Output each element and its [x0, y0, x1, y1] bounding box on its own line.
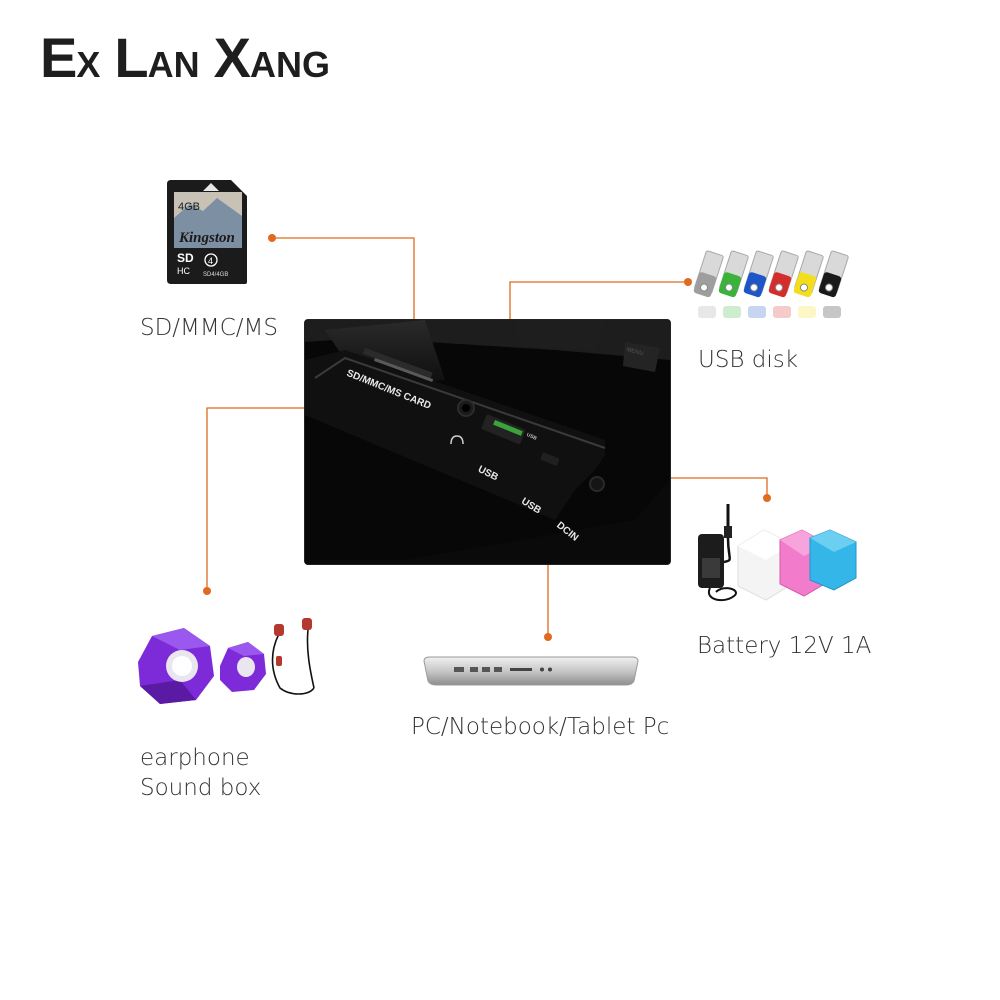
usb-reflection [748, 306, 766, 318]
speaker-small [220, 642, 266, 692]
usb-stick [718, 250, 749, 298]
logo-letter: X [76, 44, 101, 85]
usb-reflection [798, 306, 816, 318]
usb-reflection [773, 306, 791, 318]
power-bank-blue [809, 529, 857, 591]
earphones [271, 629, 315, 695]
logo-letter: L [114, 26, 148, 89]
speaker-large [138, 628, 214, 704]
device-port-panel: SD/MMC/MS CARD USB USB DCIN USB MENU [304, 319, 671, 565]
usb-stick [743, 250, 774, 298]
connector-dot-power [763, 494, 771, 502]
power-supply-image [698, 504, 857, 602]
usb-logo-text: LOGO HERE [846, 288, 876, 294]
usb-reflection [823, 306, 841, 318]
audio-caption-line-2: Sound box [140, 775, 262, 802]
computer-caption: PC/Notebook/Tablet Pc [411, 714, 670, 740]
usb-reflection [723, 306, 741, 318]
usb-stick [793, 250, 824, 298]
connector-dot-computer [544, 633, 552, 641]
sd-card-image: 4GB Kingston SD HC 4 SD4/4GB [167, 180, 247, 284]
logo-letter: E [40, 26, 77, 89]
audio-caption-line-1: earphone [140, 745, 250, 771]
logo-letter: AN [147, 44, 200, 85]
usb-stick [768, 250, 799, 298]
device-panel-art [305, 320, 670, 564]
sd-caption: SD/MMC/MS [140, 315, 278, 341]
connector-dot-usb [684, 278, 692, 286]
usb-caption: USB disk [698, 347, 799, 373]
connector-dot-sd [268, 234, 276, 242]
sd-brand: Kingston [178, 230, 235, 246]
audio-caption: earphone Sound box [140, 743, 261, 804]
power-caption: Battery 12V 1A [697, 633, 872, 659]
logo-letter: ANG [249, 44, 330, 85]
sd-capacity: 4GB [178, 201, 200, 213]
logo-letter: X [213, 26, 251, 89]
usb-reflection [698, 306, 716, 318]
laptop-image [423, 656, 639, 686]
sd-class: 4 [208, 256, 213, 266]
usb-disk-image: LOGO HERE [693, 250, 876, 318]
usb-stick [693, 250, 724, 298]
audio-devices-image [138, 618, 315, 704]
sd-type: SD [177, 251, 194, 265]
sd-model: SD4/4GB [203, 272, 228, 278]
power-bank-white [737, 529, 793, 601]
sd-hc: HC [177, 266, 190, 276]
usb-stick [818, 250, 849, 298]
connector-dot-audio [203, 587, 211, 595]
connector-sd [272, 237, 415, 356]
